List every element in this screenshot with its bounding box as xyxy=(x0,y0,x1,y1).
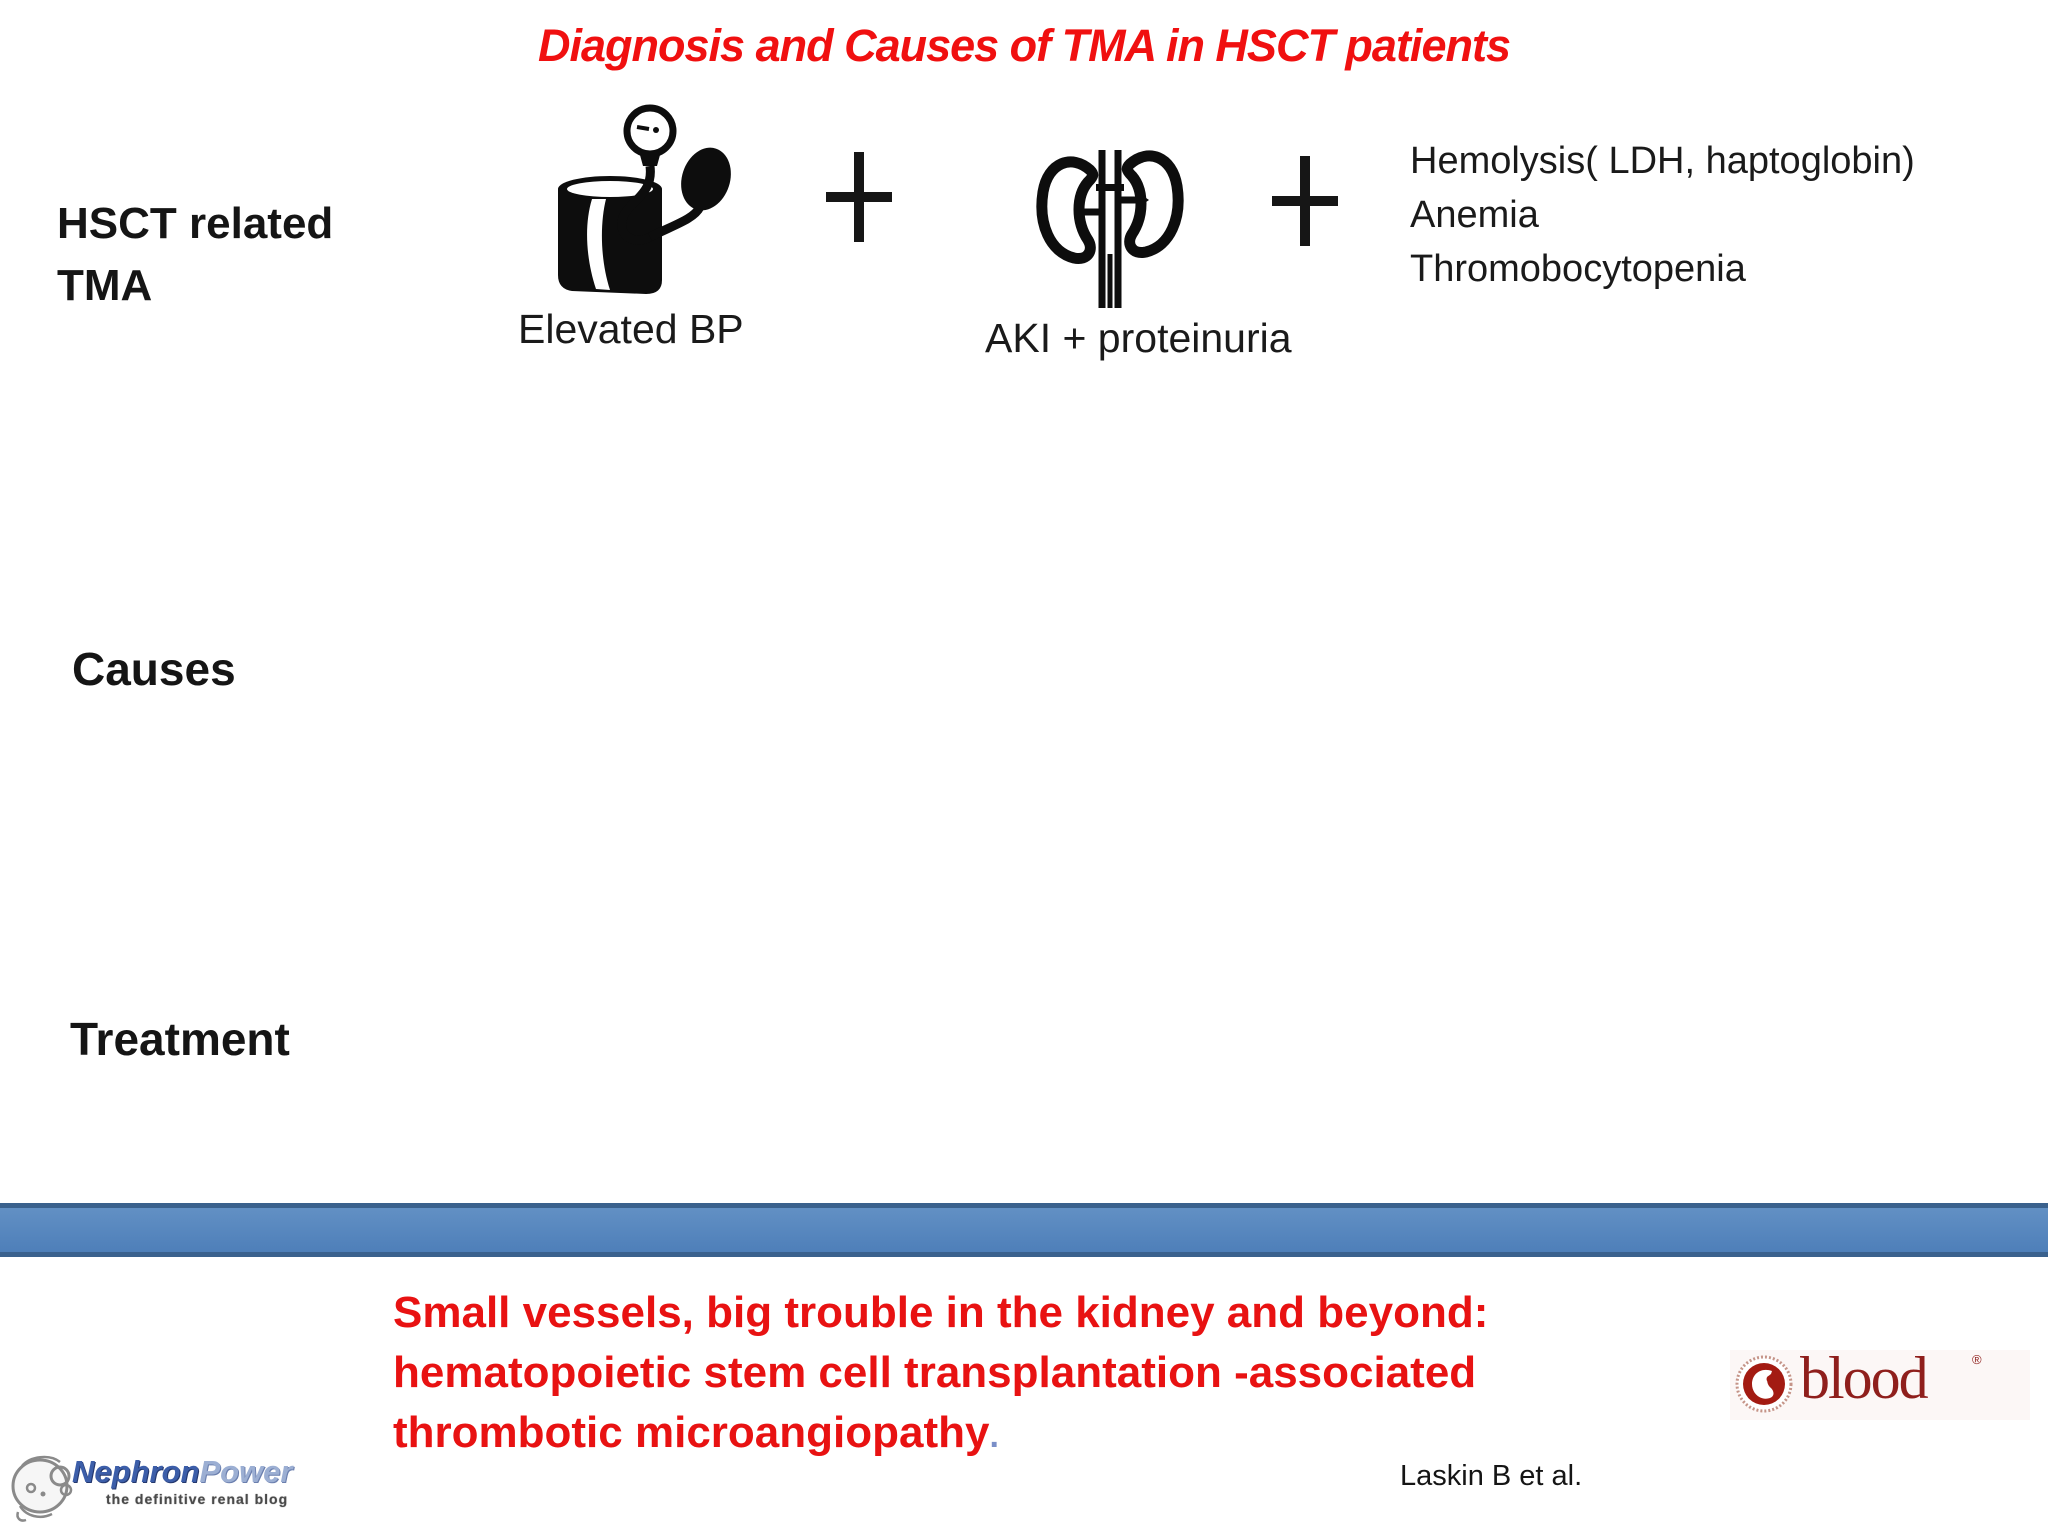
labs-line-anemia: Anemia xyxy=(1410,194,1539,236)
nephronpower-logo: NephronPower the definitive renal blog xyxy=(10,1448,330,1534)
nephronpower-wordmark: NephronPower xyxy=(72,1454,292,1490)
paper-title-line3: thrombotic microangiopathy. xyxy=(393,1408,999,1457)
nephronpower-doodle-icon xyxy=(11,1455,73,1522)
paper-title-line1: Small vessels, big trouble in the kidney… xyxy=(393,1288,1489,1337)
power-wordmark-part: Power xyxy=(199,1454,293,1489)
nephronpower-tagline: the definitive renal blog xyxy=(106,1491,289,1507)
hsct-label-line2: TMA xyxy=(57,261,153,310)
labs-line-hemolysis: Hemolysis( LDH, haptoglobin) xyxy=(1410,140,1915,182)
row-label-treatment: Treatment xyxy=(70,1013,290,1065)
labs-line-thrombocytopenia: Thromobocytopenia xyxy=(1410,248,1746,290)
slide-title: Diagnosis and Causes of TMA in HSCT pati… xyxy=(538,20,1511,71)
row-label-causes: Causes xyxy=(72,643,236,695)
paper-authors: Laskin B et al. xyxy=(1400,1460,1583,1492)
blue-divider-bar xyxy=(0,1203,2048,1257)
blood-pressure-monitor-icon xyxy=(558,104,731,294)
labs-findings-block: Hemolysis( LDH, haptoglobin) Anemia Thro… xyxy=(1410,134,1915,296)
plus-icon xyxy=(826,152,892,242)
paper-title-line2: hematopoietic stem cell transplantation … xyxy=(393,1348,1477,1397)
blood-logo-registered-mark: ® xyxy=(1972,1352,1982,1367)
row-label-hsct-related-tma: HSCT related TMA xyxy=(57,193,333,317)
paper-title-period: . xyxy=(989,1417,999,1455)
paper-title: Small vessels, big trouble in the kidney… xyxy=(393,1283,1488,1466)
kidneys-icon xyxy=(1036,150,1184,308)
blood-journal-logo: blood ® xyxy=(1730,1345,2030,1420)
bp-caption: Elevated BP xyxy=(518,306,744,352)
blood-logo-emblem-icon xyxy=(1735,1355,1793,1413)
hsct-label-line1: HSCT related xyxy=(57,199,334,248)
nephron-wordmark-part: Nephron xyxy=(72,1454,200,1489)
blood-logo-wordmark: blood xyxy=(1800,1345,1929,1411)
kidney-caption: AKI + proteinuria xyxy=(985,315,1292,361)
plus-icon xyxy=(1272,156,1338,246)
